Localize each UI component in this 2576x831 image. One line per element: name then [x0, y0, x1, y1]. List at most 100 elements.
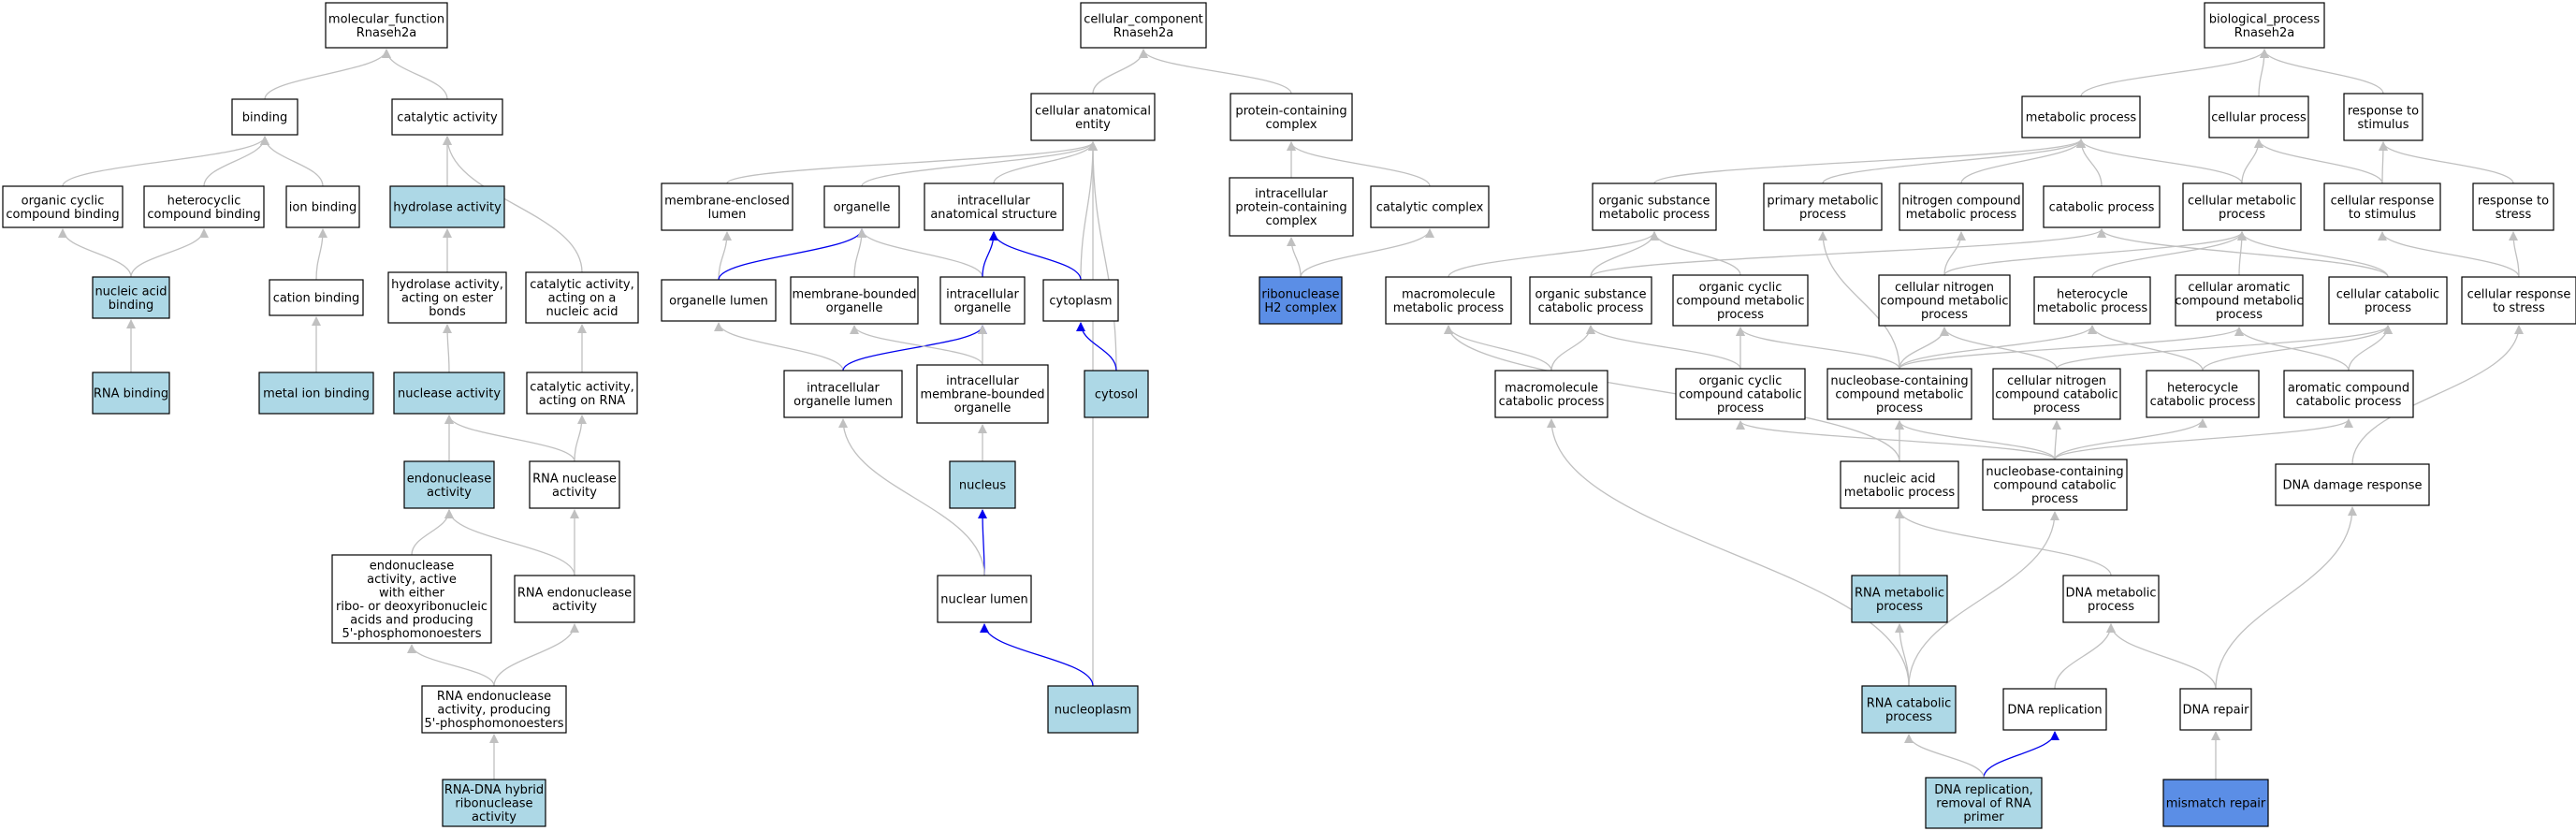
node-label-line: activity — [552, 600, 597, 614]
node-cytosol[interactable]: cytosol — [1084, 370, 1149, 418]
node-nucleoplasm[interactable]: nucleoplasm — [1047, 685, 1139, 734]
node-binding[interactable]: binding — [231, 98, 298, 136]
node-organelle[interactable]: organelle — [823, 185, 900, 228]
node-rna-bind[interactable]: RNA binding — [92, 372, 170, 415]
node-cellular-proc[interactable]: cellular process — [2208, 95, 2309, 138]
node-label-line: lumen — [708, 208, 747, 222]
node-metal-bind[interactable]: metal ion binding — [258, 372, 374, 415]
node-box — [258, 372, 374, 415]
node-label-line: macromolecule — [1402, 287, 1495, 301]
node-mismatch[interactable]: mismatch repair — [2162, 779, 2269, 827]
edge-cell_cat-to-catabolic — [2097, 228, 2389, 278]
node-label-line: 5'-phosphomonoesters — [425, 717, 564, 731]
node-dna-damage[interactable]: DNA damage response — [2275, 463, 2430, 506]
node-dna-rep[interactable]: DNA replication — [2002, 688, 2107, 731]
node-label-line: DNA damage response — [2282, 479, 2422, 493]
node-hydrolase[interactable]: hydrolase activity — [389, 185, 505, 228]
node-label-line: intracellular — [946, 287, 1019, 301]
node-label-line: nucleic acid — [546, 305, 618, 319]
node-nuclease[interactable]: nuclease activity — [393, 372, 505, 415]
node-catalytic[interactable]: catalytic activity — [391, 98, 503, 136]
edge-cell_nitro_cat-to-cell_cat — [2056, 325, 2393, 370]
node-box — [2208, 95, 2309, 138]
node-dna-repair[interactable]: DNA repair — [2179, 688, 2252, 731]
node-nucleus[interactable]: nucleus — [949, 460, 1016, 509]
node-nuc-lumen[interactable]: nuclear lumen — [937, 575, 1032, 623]
edge-dna_rep_rna_primer-to-rna_cat — [1904, 734, 1985, 779]
node-label-line: process — [1799, 208, 1846, 222]
node-cat-complex[interactable]: catalytic complex — [1370, 185, 1490, 228]
node-ion-bind[interactable]: ion binding — [285, 185, 360, 228]
node-label-line: cation binding — [273, 292, 360, 306]
edge-intra_org_lumen-to-org_lumen — [714, 322, 844, 372]
node-box — [2002, 688, 2107, 731]
node-label-line: acting on RNA — [539, 394, 626, 408]
node-box — [387, 271, 507, 324]
node-cytoplasm[interactable]: cytoplasm — [1042, 279, 1119, 322]
node-label-line: cellular_component — [1084, 12, 1203, 26]
node-metabolic[interactable]: metabolic process — [2021, 95, 2141, 138]
node-label-line: RNA endonuclease — [517, 586, 632, 600]
edge-nb_cat-to-org_cyc_cat — [1736, 420, 2056, 460]
edge-rna_nuclease-to-nuclease — [444, 415, 575, 462]
node-box — [949, 460, 1016, 509]
node-cation-bind[interactable]: cation binding — [269, 279, 364, 316]
node-org-lumen[interactable]: organelle lumen — [661, 279, 777, 322]
node-catabolic[interactable]: catabolic process — [2043, 185, 2161, 228]
edge-mem_lumen-to-cell_anat — [726, 141, 1098, 184]
node-label-line: RNA catabolic — [1867, 696, 1952, 710]
node-cat-rna[interactable]: catalytic activity,acting on RNA — [526, 372, 638, 415]
